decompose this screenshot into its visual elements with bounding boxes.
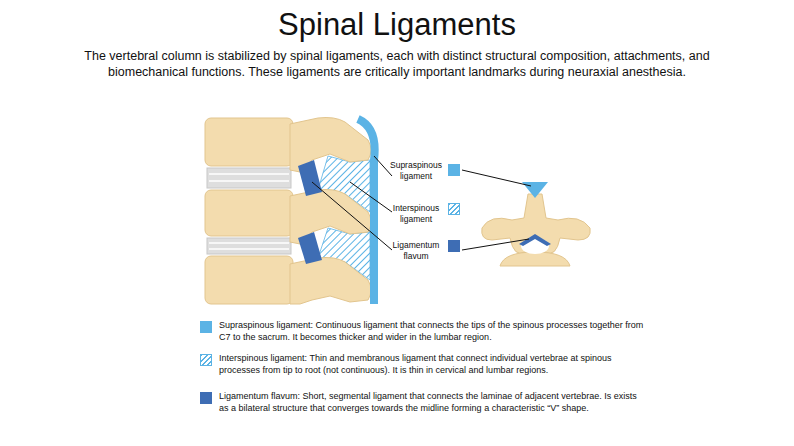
page-title: Spinal Ligaments	[0, 6, 794, 44]
legend-swatch	[200, 392, 212, 404]
legend-entry: Interspinous ligament: Thin and membrano…	[200, 353, 645, 387]
intervertebral-disc	[207, 238, 291, 254]
disc-stripe	[209, 242, 289, 244]
legend-entry: Supraspinous ligament	[388, 160, 463, 184]
legend-description: Supraspinous ligament: Continuous ligame…	[219, 320, 644, 343]
ligamentum-flavum	[298, 232, 322, 264]
legend-label: Interspinous ligament	[388, 203, 444, 224]
legend-swatch	[200, 354, 212, 366]
vertebral-body-section	[500, 252, 570, 266]
legend-swatch	[448, 240, 460, 252]
legend-swatch	[448, 164, 460, 176]
legend-description: Interspinous ligament: Thin and membrano…	[219, 353, 644, 376]
legend-swatch	[448, 203, 460, 215]
legend-entry: Interspinous ligament	[388, 203, 463, 227]
ligamentum-flavum	[298, 160, 322, 196]
disc-stripe	[209, 180, 289, 182]
legend-label: Ligamentum flavum	[388, 240, 444, 261]
legend-entry: Ligamentum flavum	[388, 240, 463, 264]
leader-line	[374, 156, 392, 176]
legend-description: Ligamentum flavum: Short, segmental liga…	[219, 391, 644, 414]
legend-swatch	[200, 321, 212, 333]
leader-line	[312, 182, 392, 250]
legend-entry: Ligamentum flavum: Short, segmental liga…	[200, 391, 645, 425]
leader-line	[462, 239, 529, 250]
supraspinous-ligament	[358, 119, 375, 304]
disc-stripe	[209, 248, 289, 250]
spinous-process	[290, 258, 371, 305]
intervertebral-disc	[207, 168, 291, 188]
leader-line	[350, 182, 392, 212]
legend-entry: Supraspinous ligament: Continuous ligame…	[200, 320, 645, 354]
vertebral-body	[205, 256, 293, 304]
spinous-process	[290, 118, 371, 173]
legend-label: Supraspinous ligament	[388, 160, 444, 181]
disc-stripe	[209, 173, 289, 175]
vertebral-body	[205, 118, 293, 166]
vertebral-body	[205, 190, 293, 236]
leader-line	[462, 170, 531, 186]
page-caption: The vertebral column is stabilized by sp…	[50, 48, 744, 80]
